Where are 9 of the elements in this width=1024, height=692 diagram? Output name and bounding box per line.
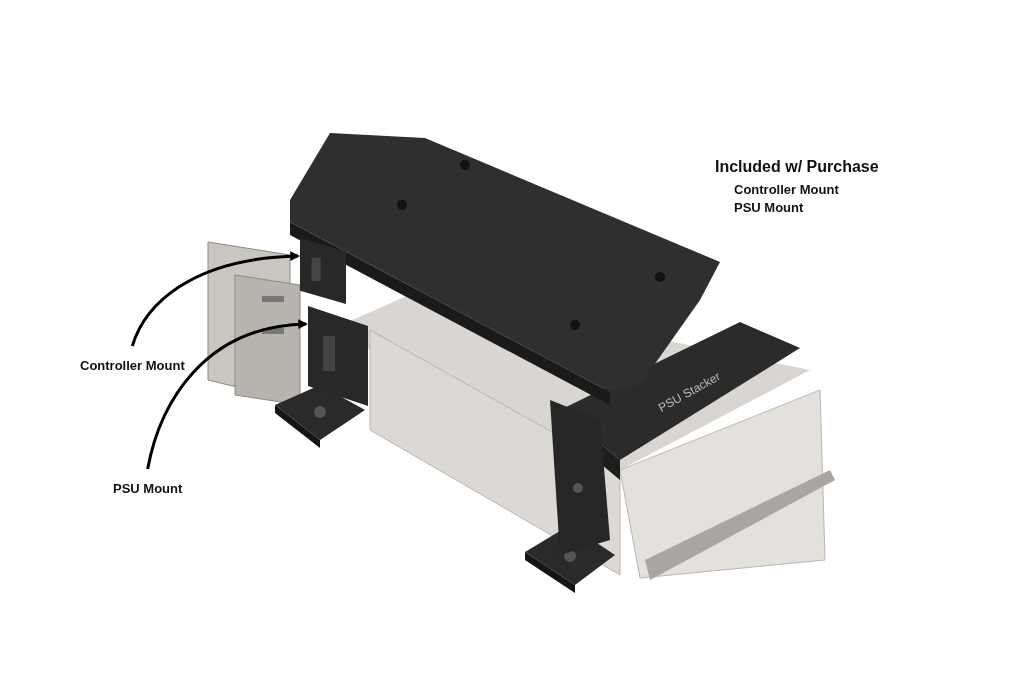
heading: Included w/ Purchase — [715, 158, 879, 176]
mount-bracket-drawing — [308, 306, 368, 406]
callout-label: PSU Mount — [113, 481, 183, 496]
mount-bracket-drawing — [300, 238, 346, 304]
list-item: Controller Mount — [734, 182, 839, 197]
curved-arrow — [130, 251, 300, 347]
callout-label: Controller Mount — [80, 358, 185, 373]
curved-arrow — [146, 319, 308, 470]
list-item: PSU Mount — [734, 200, 804, 215]
